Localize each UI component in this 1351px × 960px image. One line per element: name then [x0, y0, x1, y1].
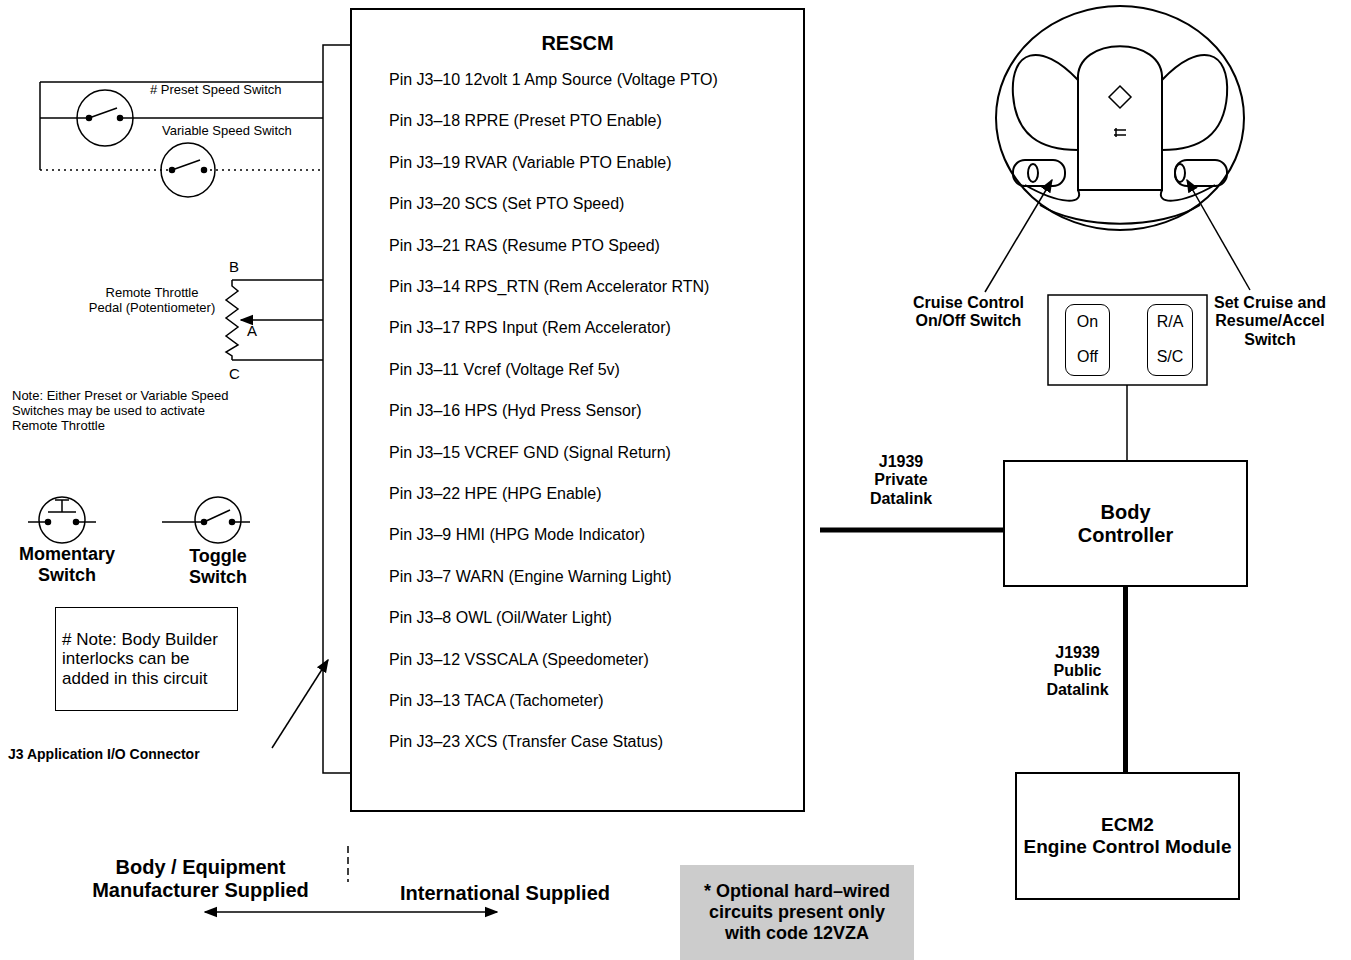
steering-wheel — [996, 6, 1244, 230]
pin-name: Pin J3–11 Vcref (Voltage Ref 5v) — [389, 361, 620, 379]
node-title: * Optional hard–wired circuits present o… — [689, 881, 905, 943]
node-title: # Note: Body Builder interlocks can be a… — [62, 630, 230, 689]
connector-bracket — [323, 45, 350, 773]
supply-arrow — [205, 911, 497, 913]
node-text: Off — [1077, 348, 1098, 366]
pin-name: Pin J3–13 TACA (Tachometer) — [389, 692, 604, 710]
node-text: S/C — [1157, 348, 1184, 366]
label-text: Set Cruise and Resume/Accel Switch — [1208, 294, 1332, 349]
pin-name: Pin J3–12 VSSCALA (Speedometer) — [389, 651, 649, 669]
momentary-switch — [39, 497, 85, 543]
pin-name: Pin J3–14 RPS_RTN (Rem Accelerator RTN) — [389, 278, 709, 296]
toggle-switch — [195, 497, 241, 543]
pin-name: Pin J3–15 VCREF GND (Signal Return) — [389, 444, 671, 462]
leader-line — [272, 660, 328, 748]
label-text: Toggle Switch — [172, 546, 264, 587]
option-note: * Optional hard–wired circuits present o… — [680, 865, 914, 960]
label-text: # Preset Speed Switch — [150, 83, 282, 98]
pin-name: Pin J3–9 HMI (HPG Mode Indicator) — [389, 526, 645, 544]
node-text: Engine Control Module — [1024, 836, 1232, 858]
label-text: B — [229, 258, 239, 275]
pin-name: Pin J3–10 12volt 1 Amp Source (Voltage P… — [389, 71, 718, 89]
switch-housing — [1048, 295, 1207, 385]
label-text: Body / Equipment Manufacturer Supplied — [58, 856, 343, 902]
pin-name: Pin J3–23 XCS (Transfer Case Status) — [389, 733, 663, 751]
node-title: ECM2 — [1101, 814, 1154, 836]
label-text: Remote Throttle Pedal (Potentiometer) — [88, 286, 216, 316]
label-text: International Supplied — [400, 882, 610, 905]
ecm-box: ECM2Engine Control Module — [1015, 772, 1240, 900]
label-text: J3 Application I/O Connector — [8, 746, 200, 762]
leader-line — [985, 180, 1052, 292]
pin-name: Pin J3–7 WARN (Engine Warning Light) — [389, 568, 672, 586]
label-text: Cruise Control On/Off Switch — [906, 294, 1031, 331]
pin-name: Pin J3–17 RPS Input (Rem Accelerator) — [389, 319, 671, 337]
pin-name: Pin J3–8 OWL (Oil/Water Light) — [389, 609, 612, 627]
label-text: C — [229, 365, 240, 382]
pin-name: Pin J3–20 SCS (Set PTO Speed) — [389, 195, 624, 213]
pin-name: Pin J3–21 RAS (Resume PTO Speed) — [389, 237, 660, 255]
label-text: Momentary Switch — [8, 544, 126, 585]
node-title: On — [1077, 313, 1098, 331]
module-title: RESCM — [352, 32, 803, 55]
switch-rocker: OnOff — [1065, 304, 1110, 376]
label-text: Note: Either Preset or Variable Speed Sw… — [12, 389, 240, 434]
pin-name: Pin J3–19 RVAR (Variable PTO Enable) — [389, 154, 672, 172]
label-text: A — [247, 322, 257, 339]
resistor-symbol — [226, 280, 238, 360]
leader-line — [1187, 180, 1250, 290]
label-text: J1939 Private Datalink — [858, 453, 944, 508]
switch-rocker: R/A S/C — [1147, 304, 1193, 376]
pin-name: Pin J3–18 RPRE (Preset PTO Enable) — [389, 112, 662, 130]
pin-name: Pin J3–16 HPS (Hyd Press Sensor) — [389, 402, 642, 420]
node-title: R/A — [1157, 313, 1184, 331]
preset-switch — [77, 90, 133, 146]
note-box: # Note: Body Builder interlocks can be a… — [55, 607, 238, 711]
label-text: Variable Speed Switch — [162, 124, 292, 139]
pin-name: Pin J3–22 HPE (HPG Enable) — [389, 485, 602, 503]
supply-divider — [347, 846, 349, 882]
variable-switch — [161, 143, 215, 197]
module-box: RESCM Pin J3–10 12volt 1 Amp Source (Volt… — [350, 8, 805, 812]
node-title: Body Controller — [1061, 501, 1191, 547]
datalink-line — [1123, 587, 1128, 772]
controller-box: Body Controller — [1003, 460, 1248, 587]
private-datalink — [820, 528, 1003, 533]
edge-label: J1939 Public Datalink — [1038, 644, 1118, 699]
